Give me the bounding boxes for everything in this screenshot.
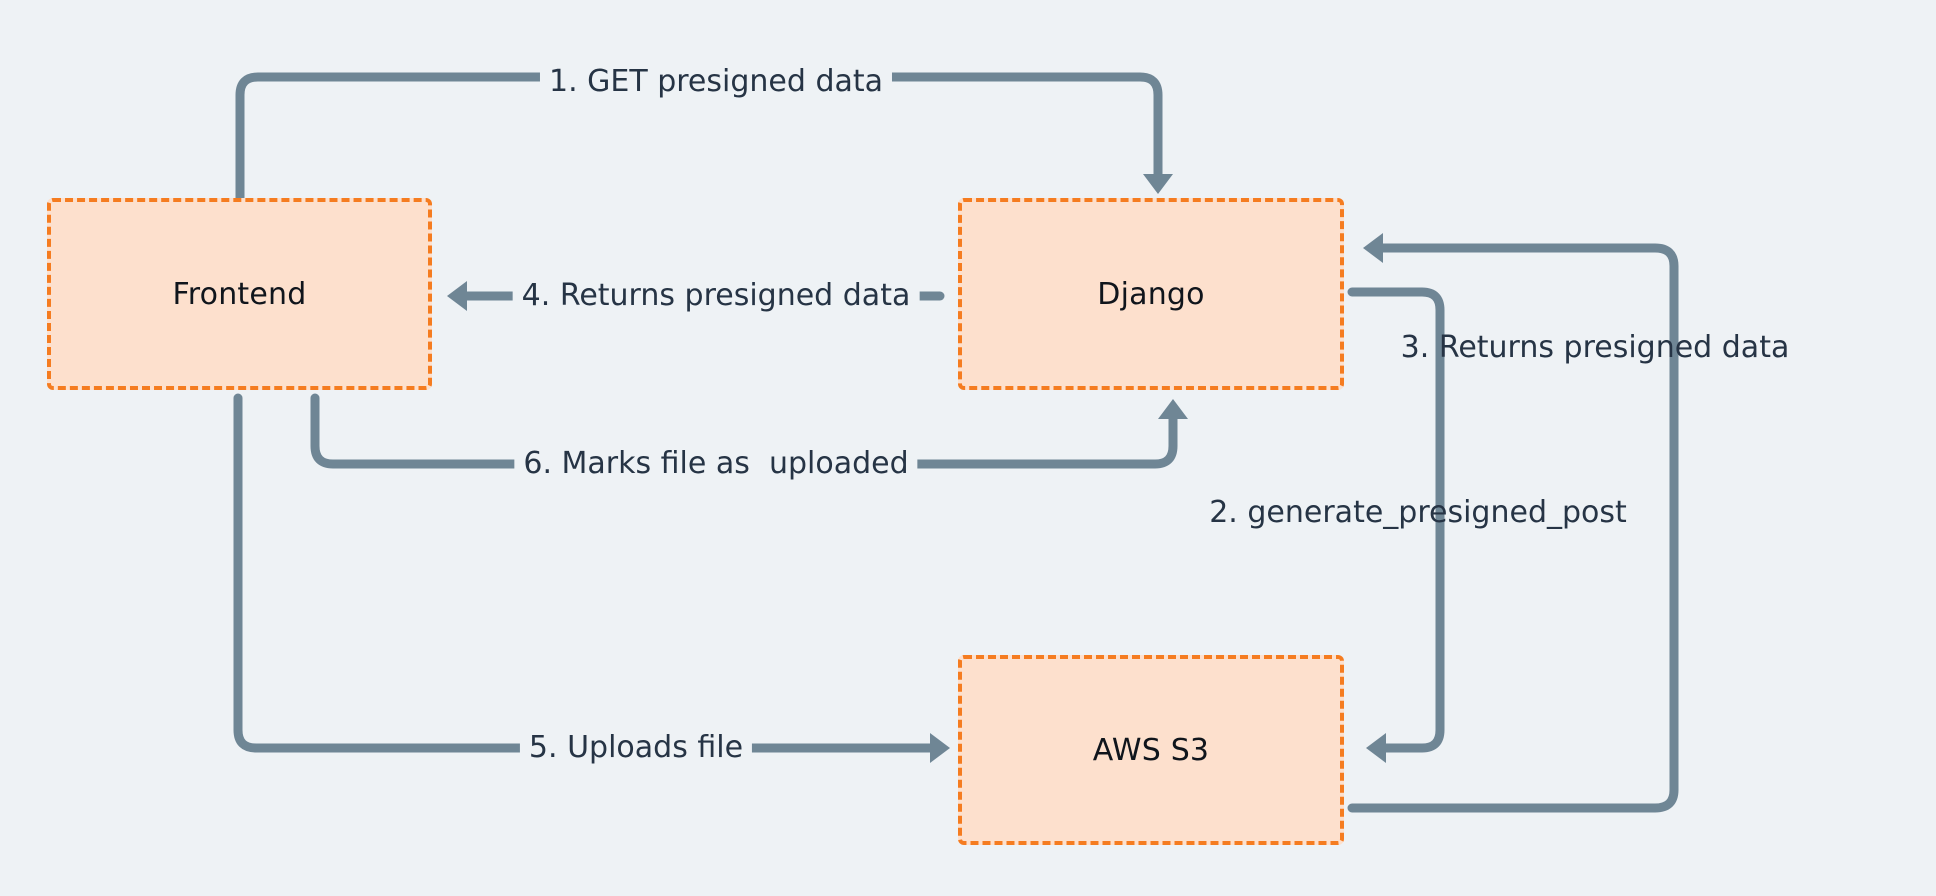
- edge-label-5: 5. Uploads file: [519, 731, 753, 765]
- connector-edge-2: [1347, 287, 1445, 753]
- edge-label-1: 1. GET presigned data: [539, 65, 893, 99]
- edge-label-4: 4. Returns presigned data: [512, 279, 920, 313]
- node-frontend-label: Frontend: [172, 276, 307, 312]
- node-django-label: Django: [1097, 276, 1205, 312]
- arrowhead-edge-5: [930, 733, 950, 763]
- node-aws-s3[interactable]: AWS S3: [958, 655, 1344, 845]
- connector-edge-3: [1347, 243, 1679, 813]
- arrowhead-edge-4: [447, 281, 467, 311]
- arrowhead-edge-3: [1363, 233, 1383, 263]
- arrowhead-edge-6: [1158, 399, 1188, 419]
- node-aws-s3-label: AWS S3: [1092, 732, 1210, 768]
- connector-edge-5: [233, 393, 935, 753]
- arrowhead-edge-2: [1366, 733, 1386, 763]
- edge-label-6: 6. Marks file as uploaded: [514, 447, 918, 481]
- edge-label-2: 2. generate_presigned_post: [1209, 495, 1627, 530]
- edge-label-3: 3. Returns presigned data: [1400, 330, 1790, 365]
- arrowhead-edge-1: [1143, 174, 1173, 194]
- node-frontend[interactable]: Frontend: [47, 198, 432, 390]
- node-django[interactable]: Django: [958, 198, 1344, 390]
